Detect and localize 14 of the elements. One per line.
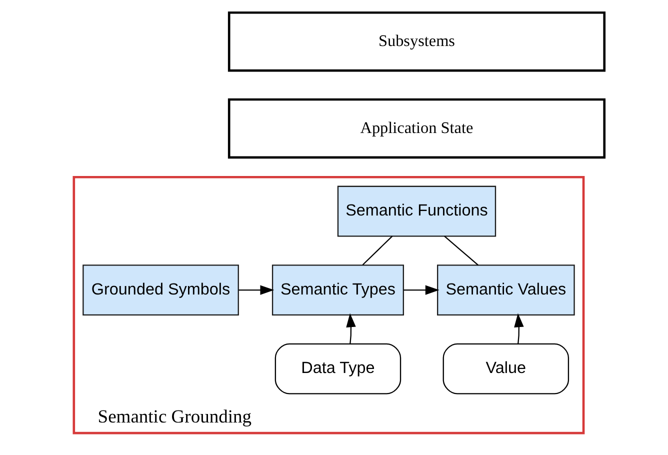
node-box: Subsystems xyxy=(227,12,606,72)
arrow xyxy=(403,285,439,295)
arrow xyxy=(514,313,524,344)
node-box: Semantic Functions xyxy=(336,186,496,237)
node-box: Data Type xyxy=(274,343,401,394)
node-box: Grounded Symbols xyxy=(82,264,238,316)
node-box: Value xyxy=(442,343,569,394)
connector xyxy=(362,236,392,266)
arrow xyxy=(238,285,274,295)
arrow xyxy=(346,313,356,344)
node-box: Semantic Values xyxy=(436,264,574,316)
node-box: Semantic Types xyxy=(271,264,404,316)
connector xyxy=(444,236,478,266)
node-box: Application State xyxy=(227,98,606,159)
